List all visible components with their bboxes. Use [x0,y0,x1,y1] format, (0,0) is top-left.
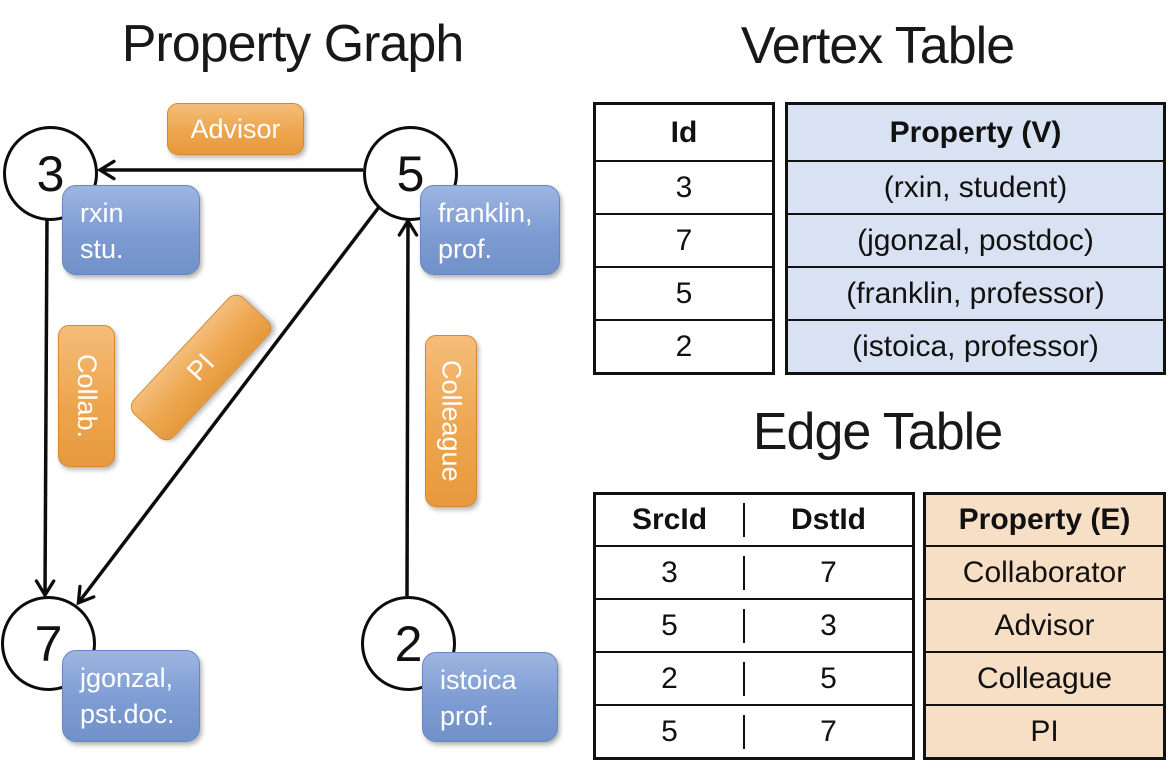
vertex-property-box-7: jgonzal, pst.doc. [62,650,200,742]
edge-property-cell: PI [926,704,1163,757]
vertex-property-line: rxin [80,198,124,228]
edge-label-collab: Collab. [58,325,115,467]
edge-label-colleague: Colleague [425,335,477,507]
edge-table-header-property: Property (E) [926,495,1163,545]
edge-dst-cell: 7 [743,555,912,590]
vertex-table-header-property: Property (V) [788,105,1163,160]
vertex-property-line: jgonzal, [80,663,174,693]
edge-table-header-dstid: DstId [743,503,912,537]
edge-property-cell: Advisor [926,598,1163,651]
edge-table-header-srcid: SrcId [631,503,708,536]
property-graph-title: Property Graph [121,15,465,73]
vertex-property-line: prof. [438,234,493,265]
edge-src-cell: 5 [661,608,678,642]
edge-property-cell: Colleague [926,651,1163,704]
node-id: 3 [36,145,65,202]
edge-src-cell: 5 [661,714,678,748]
edge-property-cell: Collaborator [926,545,1163,598]
vertex-table-property-column: Property (V) (rxin, student) (jgonzal, p… [785,102,1166,375]
vertex-id-cell: 7 [596,213,772,266]
vertex-table-id-column: Id 3 7 5 2 [593,102,775,375]
edge-3-to-7 [34,215,56,599]
edge-table-src-dst-columns: SrcId DstId 3 7 5 3 2 5 5 7 [593,492,915,760]
graph-edges-layer [34,159,419,606]
vertex-table-header-id: Id [670,115,698,149]
edge-src-cell: 2 [661,661,678,695]
node-id: 5 [396,145,425,202]
edge-dst-cell: 3 [743,608,912,643]
vertex-property-cell: (jgonzal, postdoc) [788,213,1163,266]
edge-table-property-column: Property (E) Collaborator Advisor Collea… [923,492,1166,760]
edge-2-to-5 [397,217,419,597]
vertex-property-line: franklin, [438,198,533,228]
node-id: 2 [394,615,423,672]
vertex-property-box-5: franklin, prof. [420,185,560,275]
vertex-property-cell: (istoica, professor) [788,319,1163,372]
node-id: 7 [34,615,63,672]
vertex-id-cell: 5 [596,266,772,319]
vertex-property-cell: (rxin, student) [788,160,1163,213]
edge-table-title: Edge Table [752,403,1003,461]
edge-5-to-7 [76,205,381,606]
vertex-property-line: istoica [440,665,517,695]
vertex-id-cell: 3 [596,160,772,213]
edge-label-advisor: Advisor [167,103,304,155]
edge-dst-cell: 5 [743,661,912,696]
graph-node-2: 2 [361,596,456,691]
vertex-table-title: Vertex Table [740,17,1015,75]
vertex-property-line: stu. [80,234,124,265]
edge-src-cell: 3 [661,555,678,589]
vertex-property-cell: (franklin, professor) [788,266,1163,319]
vertex-property-box-2: istoica prof. [422,652,558,742]
vertex-id-cell: 2 [596,319,772,372]
vertex-property-line: pst.doc. [80,699,175,730]
vertex-property-line: prof. [440,701,495,732]
edge-dst-cell: 7 [743,714,912,749]
vertex-property-box-3: rxin stu. [62,185,200,275]
